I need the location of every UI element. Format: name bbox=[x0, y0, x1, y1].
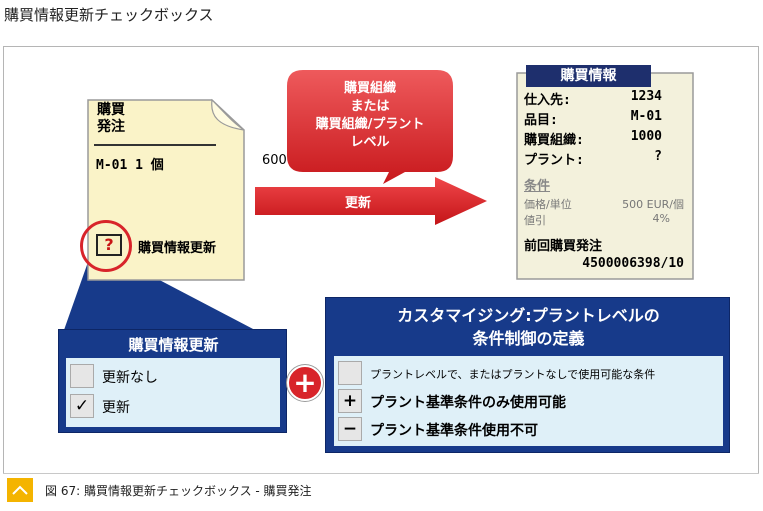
org-level-bubble: 購買組織 または 購買組織/プラント レベル bbox=[285, 68, 455, 184]
info-card-shape bbox=[516, 72, 694, 280]
arrow-shape bbox=[255, 177, 487, 225]
discount-label: 値引 bbox=[524, 214, 546, 227]
info-plant-value: ? bbox=[654, 149, 662, 164]
option-no-update-label: 更新なし bbox=[102, 370, 158, 386]
info-update-options: 更新なし ✓ 更新 bbox=[66, 358, 280, 427]
customizing-title-line1: カスタマイジング:プラントレベルの bbox=[397, 306, 660, 325]
info-material-value: M-01 bbox=[630, 109, 662, 124]
customizing-title-line2: 条件制御の定義 bbox=[472, 329, 585, 348]
info-purch-org-label: 購買組織: bbox=[524, 133, 584, 148]
bubble-line2: または bbox=[350, 99, 390, 114]
discount-value: 4% bbox=[652, 212, 670, 225]
last-po-value: 4500006398/10 bbox=[582, 256, 684, 271]
checkbox-highlight-circle bbox=[80, 220, 132, 272]
option-update-label: 更新 bbox=[102, 400, 130, 416]
info-record-header: 購買情報 bbox=[526, 65, 651, 87]
po-title-line2: 発注 bbox=[97, 119, 125, 135]
info-material-label: 品目: bbox=[524, 113, 558, 128]
price-label: 価格/単位 bbox=[524, 198, 572, 211]
option-no-update-box[interactable] bbox=[70, 364, 94, 388]
page-title: 購買情報更新チェックボックス bbox=[4, 6, 214, 24]
price-value: 500 EUR/個 bbox=[622, 198, 684, 211]
info-plant-label: プラント: bbox=[524, 153, 584, 168]
info-update-panel-title: 購買情報更新 bbox=[128, 336, 219, 354]
update-arrow: 更新 bbox=[255, 177, 490, 225]
info-update-checkbox-label: 購買情報更新 bbox=[138, 241, 217, 256]
purchase-order-title: 購買 発注 bbox=[97, 102, 125, 136]
po-divider bbox=[94, 144, 216, 146]
bubble-line1: 購買組織 bbox=[343, 81, 396, 96]
last-po-label: 前回購買発注 bbox=[524, 239, 603, 254]
option-plant-not-allowed-label: プラント基準条件使用不可 bbox=[370, 423, 538, 439]
bubble-line3: 購買組織/プラント bbox=[315, 117, 425, 132]
customizing-panel-title: カスタマイジング:プラントレベルの 条件制御の定義 bbox=[326, 304, 731, 350]
info-record-card: 購買情報 仕入先: 1234 品目: M-01 購買組織: 1000 プラント:… bbox=[516, 65, 696, 281]
value-600: 600 bbox=[262, 153, 287, 168]
option-plant-only-label: プラント基準条件のみ使用可能 bbox=[370, 395, 566, 411]
plus-icon: + bbox=[287, 365, 323, 401]
figure-caption: 図 67: 購買情報更新チェックボックス - 購買発注 bbox=[3, 473, 759, 505]
conditions-title: 条件 bbox=[524, 179, 551, 194]
info-purch-org-value: 1000 bbox=[630, 129, 662, 144]
po-title-line1: 購買 bbox=[97, 102, 125, 118]
option-plant-or-none-label: プラントレベルで、またはプラントなしで使用可能な条件 bbox=[370, 368, 656, 381]
bubble-line4: レベル bbox=[350, 135, 390, 150]
customizing-panel: カスタマイジング:プラントレベルの 条件制御の定義 プラントレベルで、またはプラ… bbox=[325, 297, 730, 453]
customizing-options: プラントレベルで、またはプラントなしで使用可能な条件 + プラント基準条件のみ使… bbox=[334, 356, 723, 446]
info-vendor-value: 1234 bbox=[630, 89, 662, 104]
update-arrow-label: 更新 bbox=[345, 196, 372, 211]
info-vendor-label: 仕入先: bbox=[524, 93, 571, 108]
option-update-box[interactable]: ✓ bbox=[70, 394, 94, 418]
chevron-up-icon bbox=[12, 485, 28, 495]
option-plant-or-none-box[interactable] bbox=[338, 361, 362, 385]
option-plant-only-box[interactable]: + bbox=[338, 389, 362, 413]
option-plant-not-allowed-box[interactable]: − bbox=[338, 417, 362, 441]
caption-text: 図 67: 購買情報更新チェックボックス - 購買発注 bbox=[45, 484, 312, 498]
bubble-text: 購買組織 または 購買組織/プラント レベル bbox=[285, 80, 455, 152]
info-update-panel: 購買情報更新 更新なし ✓ 更新 bbox=[58, 329, 287, 433]
po-item-line: M-01 1 個 bbox=[96, 158, 164, 173]
collapse-caption-button[interactable] bbox=[7, 478, 33, 502]
bubble-shape bbox=[287, 70, 453, 184]
